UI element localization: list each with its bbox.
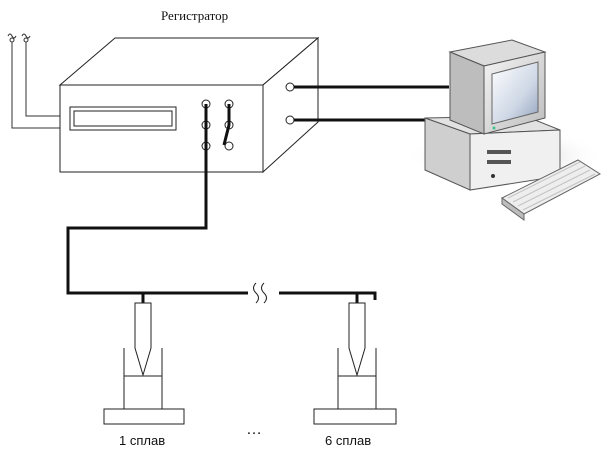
alloy-6-label: 6 сплав [325,433,371,448]
computer-icon [405,39,603,221]
ellipsis-label: … [246,421,264,438]
line-break-symbol [253,282,267,304]
registrator-title: Регистратор [161,8,228,23]
power-supply-wires [7,33,70,129]
thermocouple-probe-6 [348,293,366,377]
alloy-1-label: 1 сплав [119,433,165,448]
crucible-1 [103,348,185,425]
crucible-6 [313,348,397,425]
registrator-display [69,106,177,131]
registrator-device [58,36,320,174]
computer-cables [294,85,449,122]
thermocouple-cable [66,104,377,300]
thermocouple-probe-1 [134,293,152,377]
